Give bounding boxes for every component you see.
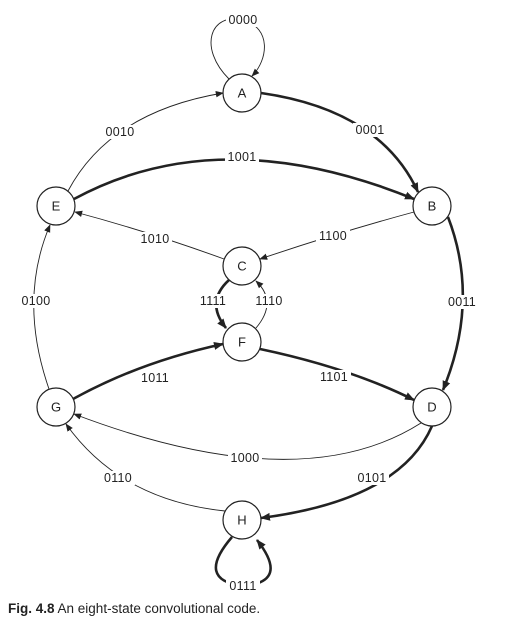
edge-label-background xyxy=(226,13,260,27)
state-circle xyxy=(412,186,452,226)
edge-label-1111: 1111 xyxy=(196,294,230,308)
state-circle xyxy=(36,387,76,427)
state-node-f: F xyxy=(222,322,262,362)
state-circle xyxy=(36,186,76,226)
state-label: G xyxy=(51,400,61,415)
edge-label-background xyxy=(138,371,172,385)
edge-label-background xyxy=(316,229,350,243)
edge-label-text: 0000 xyxy=(228,13,257,27)
edge-label-0101: 0101 xyxy=(355,471,389,485)
edge-label-text: 1011 xyxy=(141,371,169,385)
edge-label-0110: 0110 xyxy=(101,471,135,485)
state-label: E xyxy=(52,199,61,214)
edge-e-b xyxy=(73,158,415,201)
state-label: C xyxy=(237,259,246,274)
edge-label-background xyxy=(226,579,260,593)
edge-label-text: 0111 xyxy=(229,579,256,593)
edge-d-h xyxy=(260,425,434,521)
state-label: A xyxy=(238,86,247,101)
edge-label-background xyxy=(225,150,259,164)
state-node-d: D xyxy=(412,387,452,427)
edge-label-text: 0011 xyxy=(448,295,476,309)
state-label: H xyxy=(237,513,246,528)
edge-label-background xyxy=(19,294,53,308)
edge-h-g xyxy=(65,423,226,512)
edge-label-background xyxy=(353,123,387,137)
edge-label-text: 0100 xyxy=(21,294,50,308)
edge-label-text: 0010 xyxy=(105,125,134,139)
edge-label-0011: 0011 xyxy=(445,295,479,309)
edge-label-1110: 1110 xyxy=(252,294,286,308)
figure-caption: Fig. 4.8 An eight-state convolutional co… xyxy=(8,601,260,616)
state-circle xyxy=(222,322,262,362)
edge-label-0100: 0100 xyxy=(19,294,53,308)
state-node-e: E xyxy=(36,186,76,226)
edge-label-0010: 0010 xyxy=(103,125,137,139)
state-circle xyxy=(222,500,262,540)
edge-label-text: 1101 xyxy=(320,370,348,384)
edge-label-background xyxy=(228,451,262,465)
edge-label-text: 0110 xyxy=(104,471,132,485)
caption-text: An eight-state convolutional code. xyxy=(57,601,261,616)
edge-label-0000: 0000 xyxy=(226,13,260,27)
edge-label-1000: 1000 xyxy=(228,451,262,465)
edge-label-1010: 1010 xyxy=(138,232,172,246)
edge-a-b xyxy=(260,91,420,193)
edge-label-text: 1111 xyxy=(200,294,226,308)
edge-label-background xyxy=(445,295,479,309)
edge-e-a xyxy=(67,91,224,192)
nodes-layer: A B C D E F G H xyxy=(36,73,452,540)
edge-label-1100: 1100 xyxy=(316,229,350,243)
state-node-h: H xyxy=(222,500,262,540)
edge-label-1011: 1011 xyxy=(138,371,172,385)
edge-label-background xyxy=(196,294,230,308)
state-node-b: B xyxy=(412,186,452,226)
state-circle xyxy=(222,73,262,113)
state-circle xyxy=(222,246,262,286)
edge-d-g xyxy=(73,413,422,460)
edge-g-f xyxy=(72,341,224,401)
edge-label-background xyxy=(138,232,172,246)
state-diagram: 0000 0001 0010 1001 1100 1010 0011 0100 1111 1110… xyxy=(19,13,479,593)
edge-label-text: 1100 xyxy=(319,229,347,243)
edge-label-0001: 0001 xyxy=(353,123,387,137)
edge-label-text: 1001 xyxy=(227,150,256,164)
state-label: F xyxy=(238,335,246,350)
edge-label-text: 1010 xyxy=(140,232,169,246)
edge-label-background xyxy=(101,471,135,485)
caption-figure-number: Fig. 4.8 xyxy=(8,601,55,616)
edge-labels-layer: 0000 0001 0010 1001 1100 1010 0011 0100 1111 1110… xyxy=(19,13,479,593)
state-node-a: A xyxy=(222,73,262,113)
edge-label-text: 0001 xyxy=(355,123,384,137)
edge-label-background xyxy=(317,370,351,384)
edge-label-text: 0101 xyxy=(357,471,386,485)
state-circle xyxy=(412,387,452,427)
edge-label-background xyxy=(355,471,389,485)
edge-label-background xyxy=(103,125,137,139)
edge-label-1101: 1101 xyxy=(317,370,351,384)
edge-a-a xyxy=(210,18,265,80)
state-node-g: G xyxy=(36,387,76,427)
edge-label-text: 1110 xyxy=(255,294,282,308)
edge-label-background xyxy=(252,294,286,308)
state-node-c: C xyxy=(222,246,262,286)
edge-label-0111: 0111 xyxy=(226,579,260,593)
edge-label-text: 1000 xyxy=(230,451,259,465)
edge-label-1001: 1001 xyxy=(225,150,259,164)
state-label: D xyxy=(427,400,436,415)
state-label: B xyxy=(428,199,437,214)
